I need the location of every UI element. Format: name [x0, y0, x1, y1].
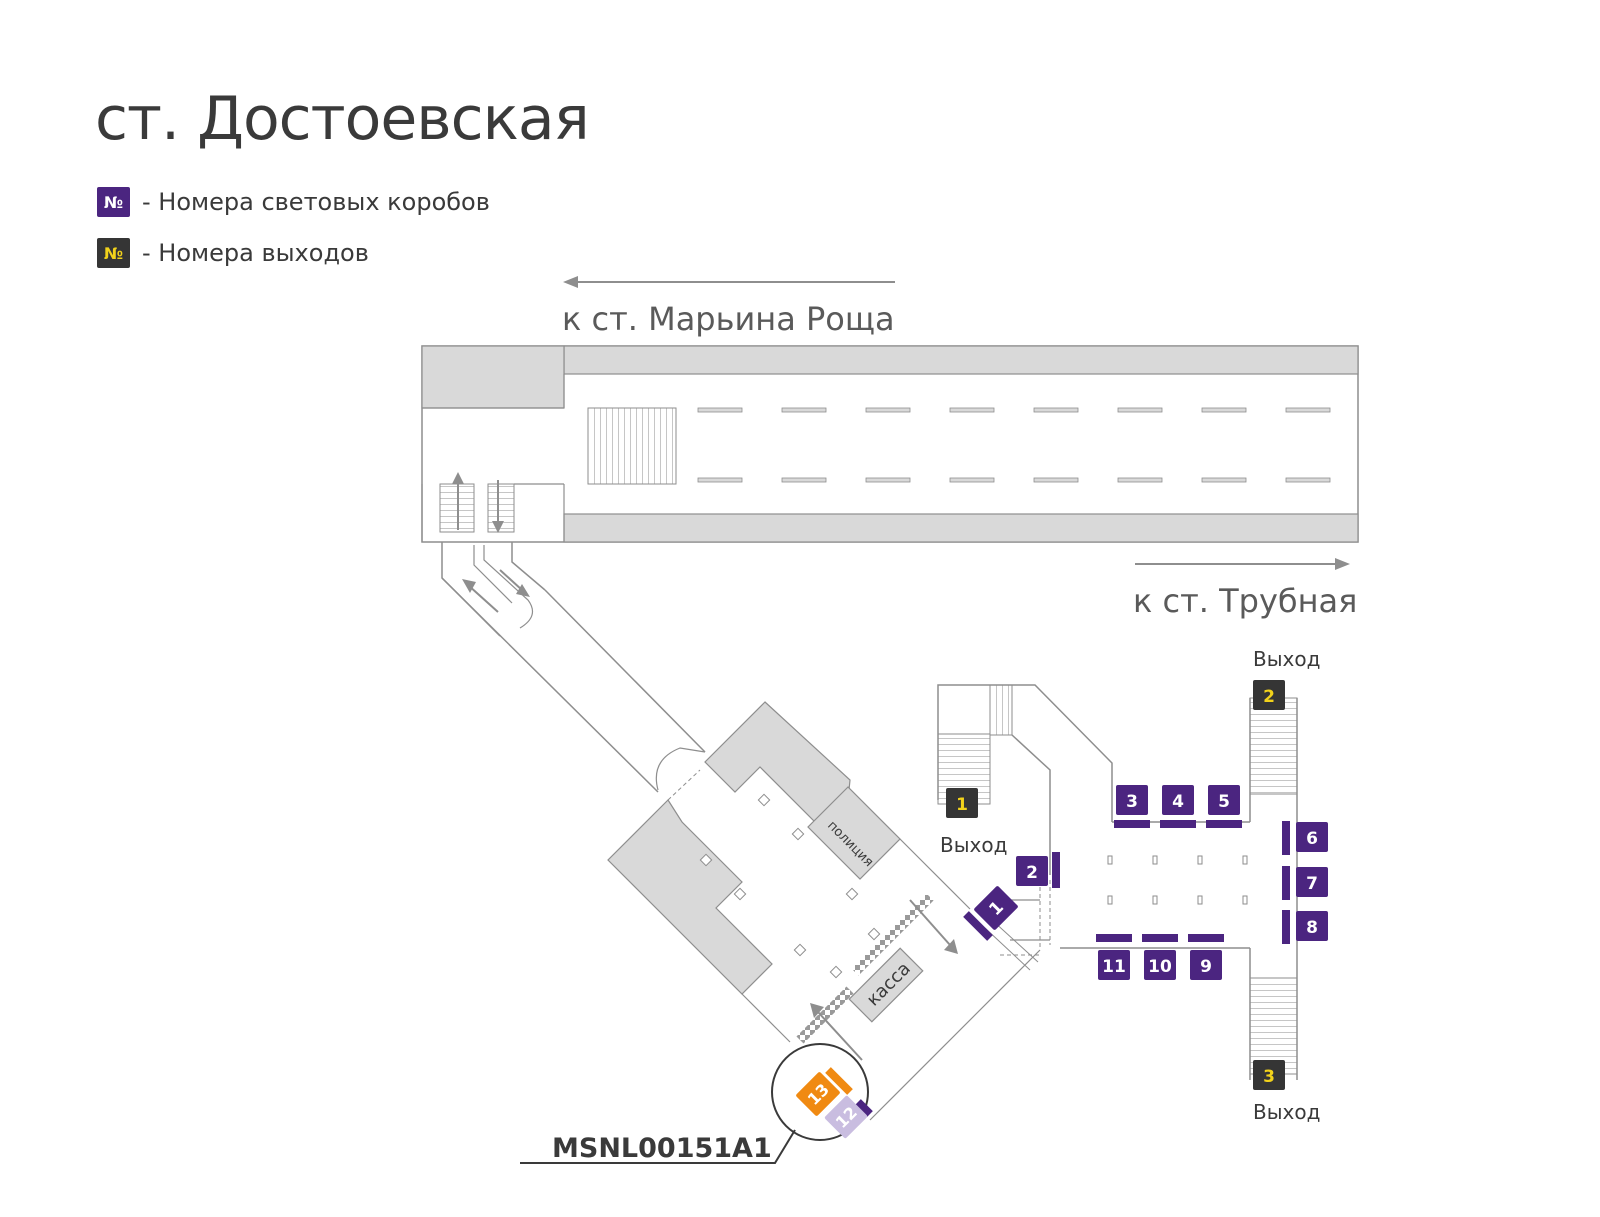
- exit-3-marker: 3 Выход: [1253, 1060, 1320, 1124]
- lightbox-2-number: 2: [1026, 863, 1038, 883]
- legend-lightbox-label: - Номера световых коробов: [142, 188, 490, 216]
- lightbox-8[interactable]: 8: [1282, 910, 1328, 944]
- lightbox-2[interactable]: 2: [1016, 852, 1060, 888]
- right-concourse: [1060, 697, 1298, 1080]
- lightbox-7[interactable]: 7: [1282, 866, 1328, 900]
- lightbox-10[interactable]: 10: [1142, 934, 1178, 980]
- exit-3-number: 3: [1263, 1067, 1275, 1087]
- exit-2-marker: Выход 2: [1253, 647, 1320, 710]
- exit-1-number: 1: [956, 795, 968, 815]
- lightbox-9-number: 9: [1200, 957, 1212, 977]
- lightbox-11-number: 11: [1102, 957, 1126, 977]
- exit-legend-icon: №: [97, 238, 130, 268]
- lightbox-11[interactable]: 11: [1096, 934, 1132, 980]
- lightbox-7-number: 7: [1306, 874, 1318, 894]
- exit-1-label: Выход: [940, 833, 1007, 857]
- lower-hall: полиция касса: [607, 701, 1051, 1121]
- lightbox-3[interactable]: 3: [1114, 785, 1150, 828]
- lightbox-1[interactable]: 1: [963, 885, 1019, 941]
- lightbox-4-number: 4: [1172, 792, 1184, 812]
- highlight-code-label: MSNL00151A1: [552, 1133, 772, 1164]
- direction-west-label: к ст. Марьина Роща: [562, 300, 895, 338]
- lightbox-10-number: 10: [1148, 957, 1172, 977]
- lightbox-8-number: 8: [1306, 918, 1318, 938]
- lightbox-6[interactable]: 6: [1282, 821, 1328, 855]
- exit-2-number: 2: [1263, 687, 1275, 707]
- direction-west-arrow: [563, 276, 895, 288]
- exit-1-marker: 1 Выход: [940, 788, 1007, 857]
- lightbox-9[interactable]: 9: [1188, 934, 1224, 980]
- lightbox-5[interactable]: 5: [1206, 785, 1242, 828]
- direction-east-arrow: [1135, 558, 1350, 570]
- direction-east-label: к ст. Трубная: [1133, 582, 1357, 620]
- lightbox-6-number: 6: [1306, 829, 1318, 849]
- lightbox-4[interactable]: 4: [1160, 785, 1196, 828]
- exit-2-label: Выход: [1253, 647, 1320, 671]
- legend-exit-label: - Номера выходов: [142, 239, 369, 267]
- legend-exit: № - Номера выходов: [97, 238, 369, 268]
- lightbox-5-number: 5: [1218, 792, 1230, 812]
- escalator-platform: [439, 472, 546, 637]
- legend-lightbox: № - Номера световых коробов: [97, 187, 490, 217]
- highlight-zone[interactable]: 12 13: [520, 1043, 873, 1164]
- corridor: [441, 577, 706, 801]
- lightbox-legend-icon: №: [97, 187, 130, 217]
- lightbox-3-number: 3: [1126, 792, 1138, 812]
- station-title: ст. Достоевская: [95, 84, 590, 154]
- exit-3-label: Выход: [1253, 1100, 1320, 1124]
- platform: [421, 345, 1359, 543]
